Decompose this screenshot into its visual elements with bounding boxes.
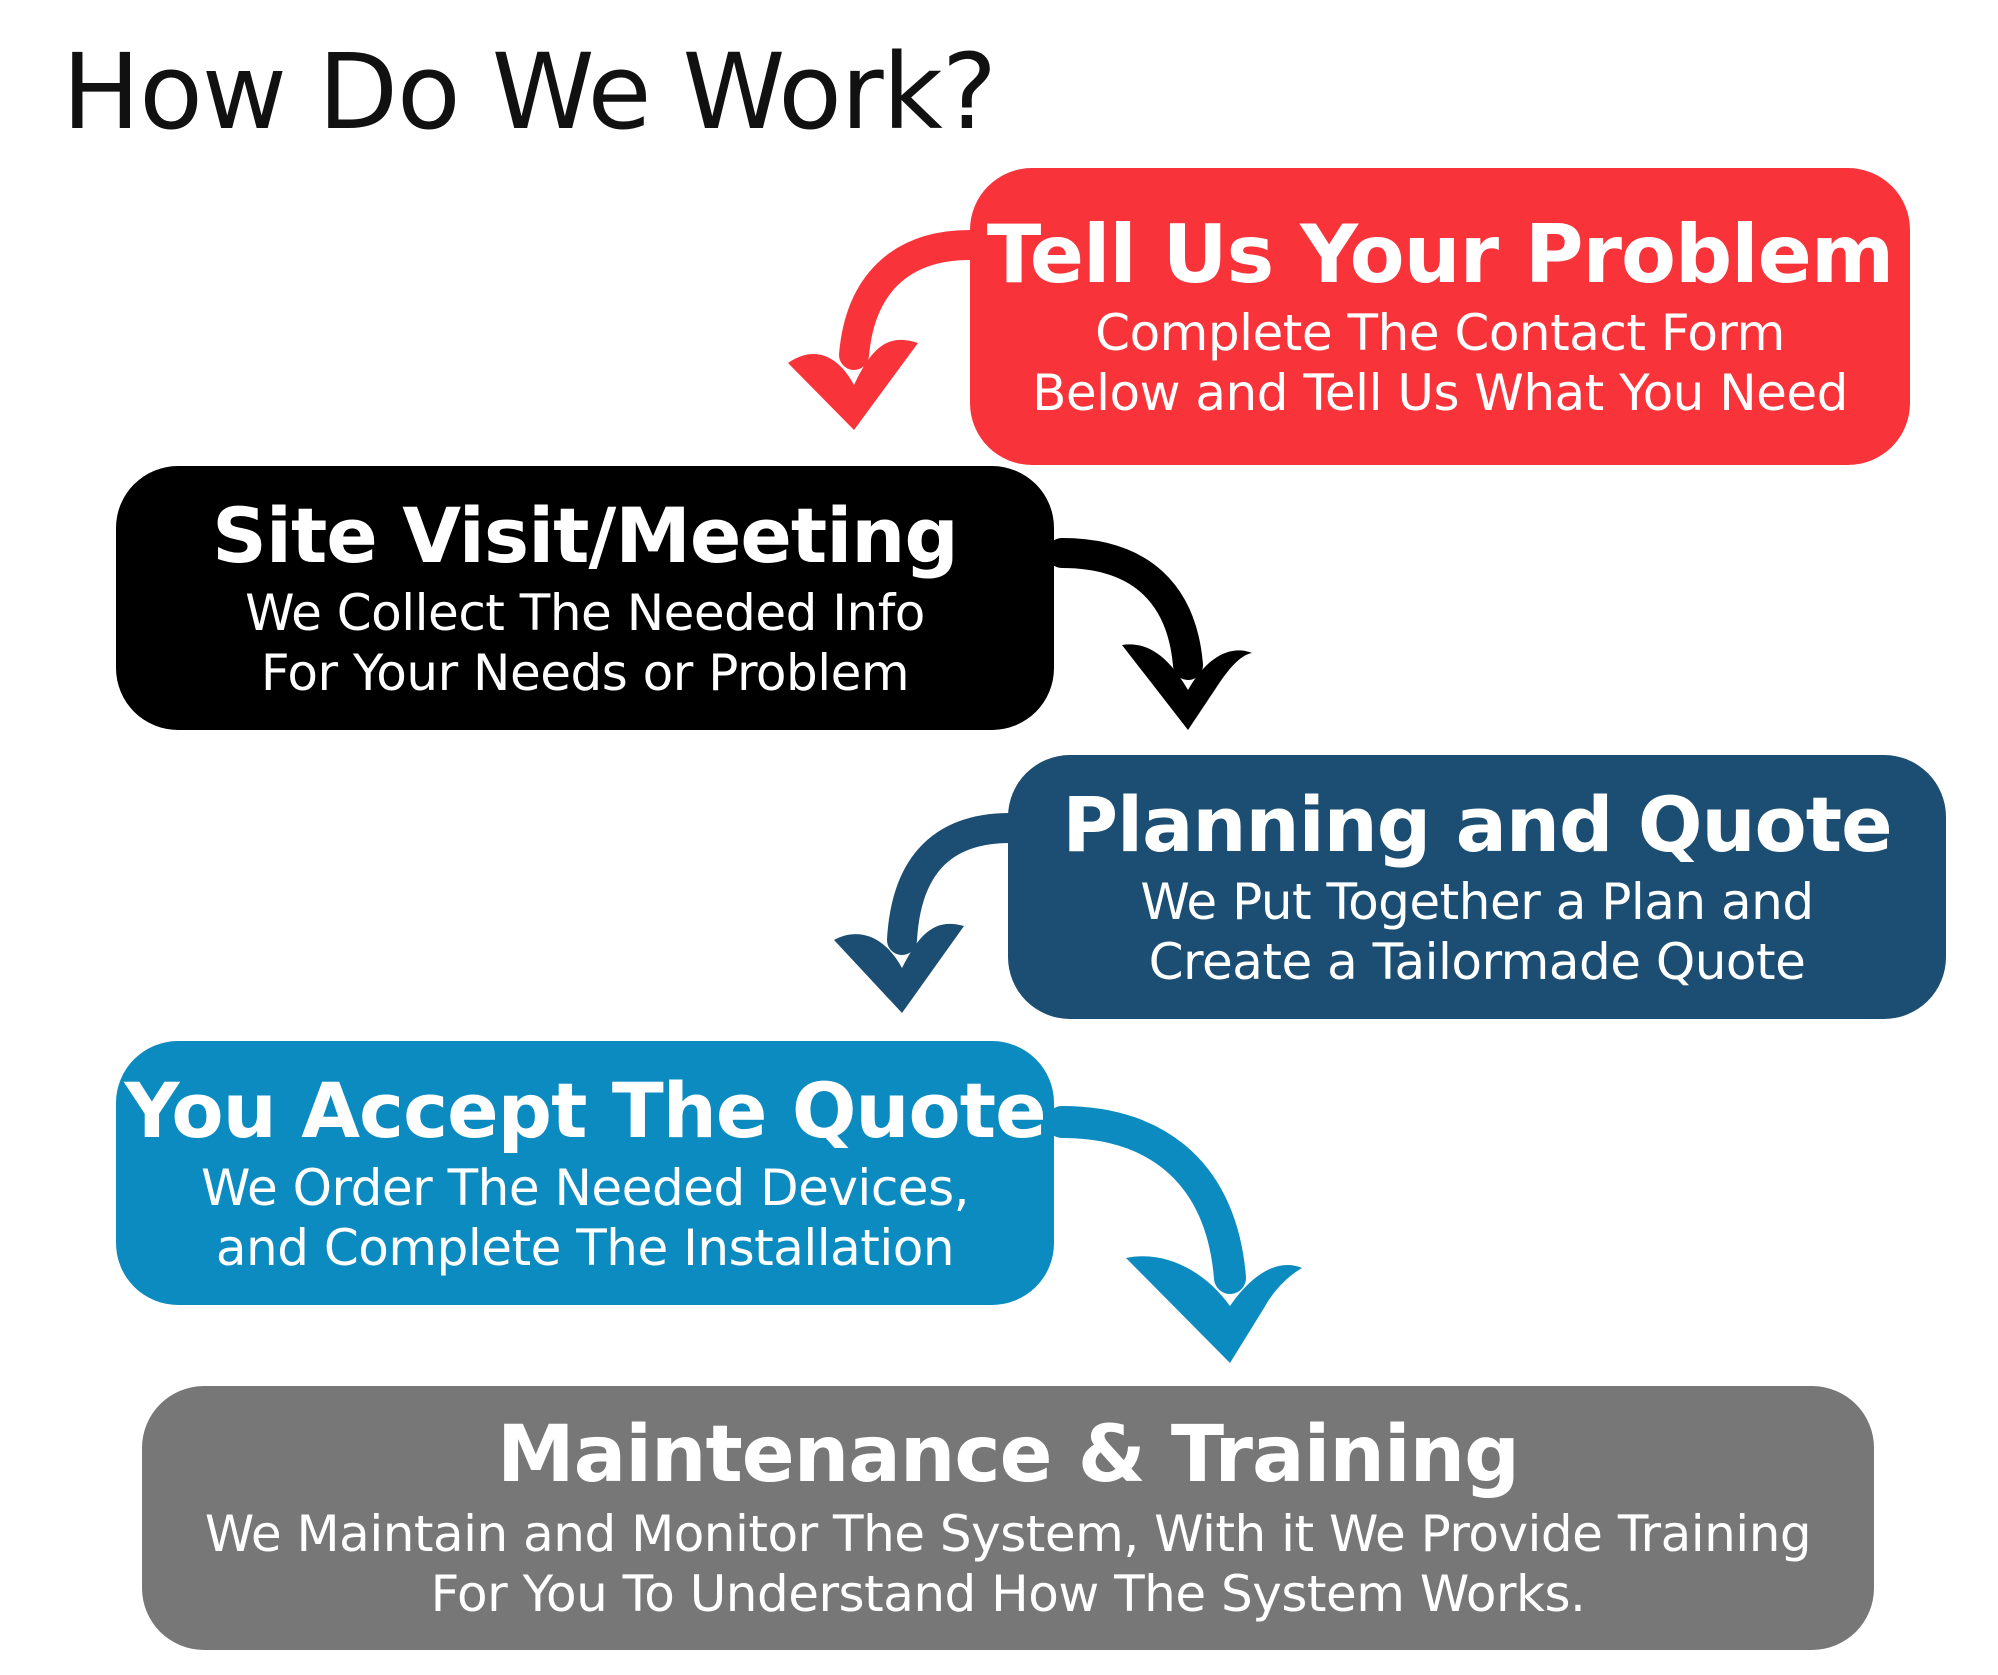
curved-arrow-down-left-icon [788, 230, 985, 430]
step-you-accept-the-quote: You Accept The Quote We Order The Needed… [116, 1041, 1054, 1305]
step-title: Maintenance & Training [497, 1410, 1520, 1501]
step-title: Site Visit/Meeting [212, 491, 959, 581]
step-description: Complete The Contact Form Below and Tell… [1032, 304, 1848, 423]
curved-arrow-down-right-icon [1047, 538, 1252, 730]
step-title: Planning and Quote [1062, 780, 1892, 870]
step-tell-us-your-problem: Tell Us Your Problem Complete The Contac… [970, 168, 1910, 465]
curved-arrow-down-right-icon [1046, 1106, 1302, 1363]
step-description: We Put Together a Plan and Create a Tail… [1140, 872, 1814, 991]
step-title: Tell Us Your Problem [986, 207, 1894, 301]
step-description: We Collect The Needed Info For Your Need… [245, 583, 925, 702]
step-title: You Accept The Quote [124, 1066, 1046, 1156]
step-description: We Maintain and Monitor The System, With… [204, 1504, 1812, 1623]
curved-arrow-down-left-icon [834, 813, 1025, 1013]
step-maintenance-and-training: Maintenance & Training We Maintain and M… [142, 1386, 1874, 1650]
step-site-visit-meeting: Site Visit/Meeting We Collect The Needed… [116, 466, 1054, 730]
step-description: We Order The Needed Devices, and Complet… [200, 1158, 970, 1277]
page-title: How Do We Work? [62, 31, 997, 153]
step-planning-and-quote: Planning and Quote We Put Together a Pla… [1008, 755, 1946, 1019]
